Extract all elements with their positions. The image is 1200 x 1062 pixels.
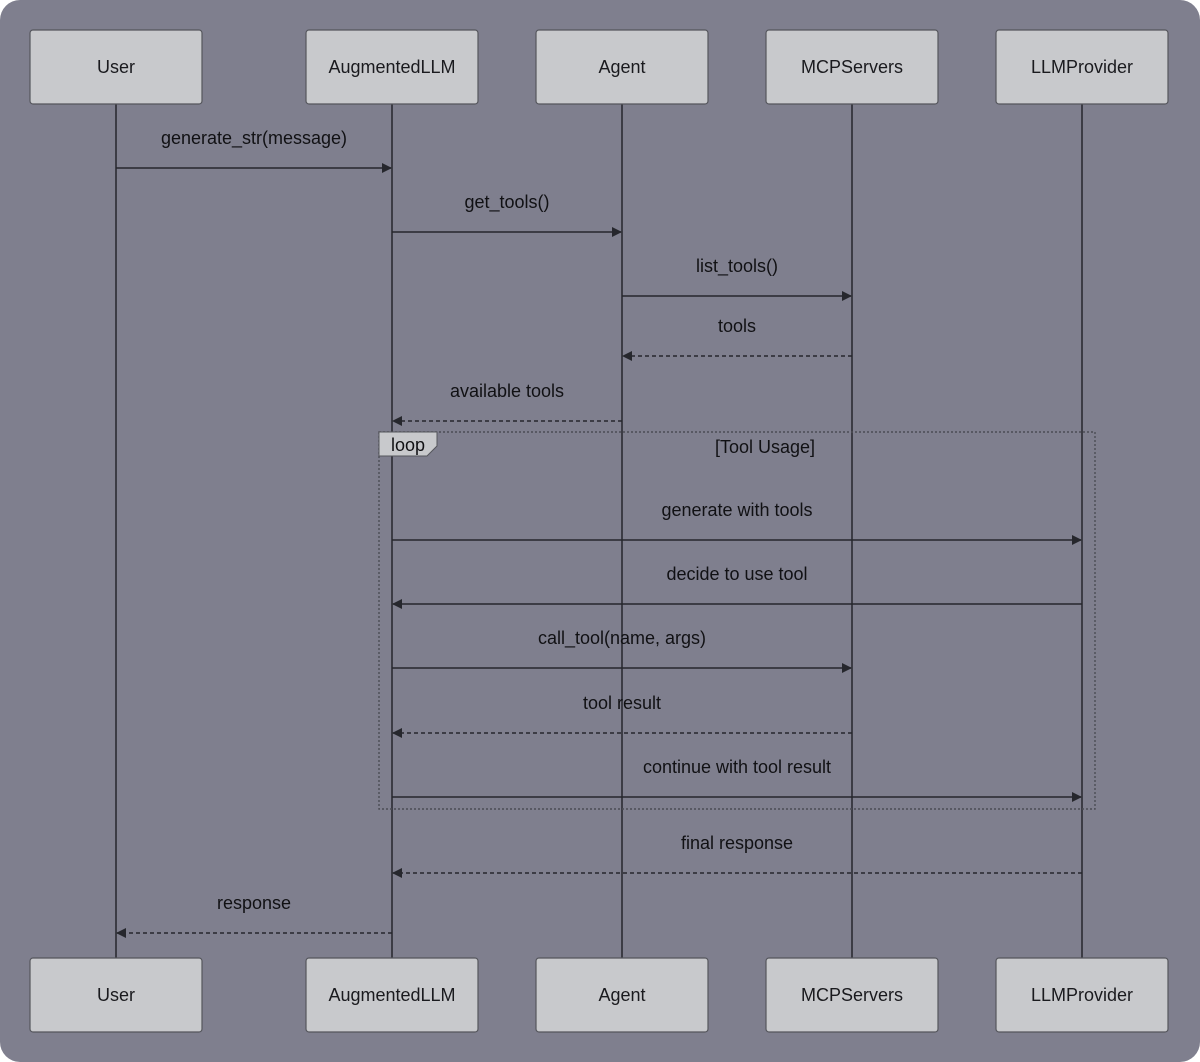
participant-box	[535, 957, 709, 1033]
participant-box	[535, 29, 709, 105]
message-4: tools	[622, 316, 852, 361]
participant-label: AugmentedLLM	[328, 985, 455, 1005]
message-label: generate_str(message)	[161, 128, 347, 149]
participant-label: Agent	[598, 985, 645, 1005]
participant-mcp-bottom: MCPServers	[765, 957, 939, 1033]
participant-llm-top: LLMProvider	[995, 29, 1169, 105]
participant-label: User	[97, 57, 135, 77]
message-12: response	[116, 893, 392, 938]
participant-label: MCPServers	[801, 985, 903, 1005]
participant-label: AugmentedLLM	[328, 57, 455, 77]
participant-box	[995, 29, 1169, 105]
participant-llm-bottom: LLMProvider	[995, 957, 1169, 1033]
participant-box	[305, 29, 479, 105]
message-5: available tools	[392, 381, 622, 426]
loop-keyword: loop	[391, 435, 425, 455]
loop-tab	[378, 431, 438, 457]
participant-mcp-top: MCPServers	[765, 29, 939, 105]
message-label: generate with tools	[661, 500, 812, 520]
participant-box	[765, 957, 939, 1033]
message-7: decide to use tool	[392, 564, 1082, 609]
participant-box	[305, 957, 479, 1033]
message-label: list_tools()	[696, 256, 778, 277]
message-label: final response	[681, 833, 793, 853]
message-label: available tools	[450, 381, 564, 401]
message-3: list_tools()	[622, 256, 852, 301]
messages: generate_str(message) get_tools() list_too…	[116, 128, 1082, 938]
loop-frame	[378, 431, 1096, 810]
loop-fragment: loop [Tool Usage]	[378, 431, 1096, 810]
participant-label: User	[97, 985, 135, 1005]
participant-label: MCPServers	[801, 57, 903, 77]
participant-box	[765, 29, 939, 105]
participant-agent-bottom: Agent	[535, 957, 709, 1033]
participant-box	[29, 29, 203, 105]
message-10: continue with tool result	[392, 757, 1082, 802]
message-9: tool result	[392, 693, 852, 738]
message-label: call_tool(name, args)	[538, 628, 706, 649]
participant-label: Agent	[598, 57, 645, 77]
message-11: final response	[392, 833, 1082, 878]
participant-box	[995, 957, 1169, 1033]
loop-condition: [Tool Usage]	[715, 437, 815, 457]
message-label: get_tools()	[464, 192, 549, 213]
message-label: decide to use tool	[666, 564, 807, 584]
participant-label: LLMProvider	[1031, 57, 1133, 77]
message-2: get_tools()	[392, 192, 622, 237]
participant-user-top: User	[29, 29, 203, 105]
message-8: call_tool(name, args)	[392, 628, 852, 673]
lifelines	[115, 104, 1083, 958]
participant-agent-top: Agent	[535, 29, 709, 105]
message-label: continue with tool result	[643, 757, 831, 777]
participant-box	[29, 957, 203, 1033]
message-1: generate_str(message)	[116, 128, 392, 173]
message-label: tools	[718, 316, 756, 336]
message-6: generate with tools	[392, 500, 1082, 545]
participants: UserUserAugmentedLLMAugmentedLLMAgentAge…	[29, 29, 1169, 1033]
participant-label: LLMProvider	[1031, 985, 1133, 1005]
participant-user-bottom: User	[29, 957, 203, 1033]
participant-augmented-top: AugmentedLLM	[305, 29, 479, 105]
message-label: tool result	[583, 693, 661, 713]
participant-augmented-bottom: AugmentedLLM	[305, 957, 479, 1033]
message-label: response	[217, 893, 291, 913]
